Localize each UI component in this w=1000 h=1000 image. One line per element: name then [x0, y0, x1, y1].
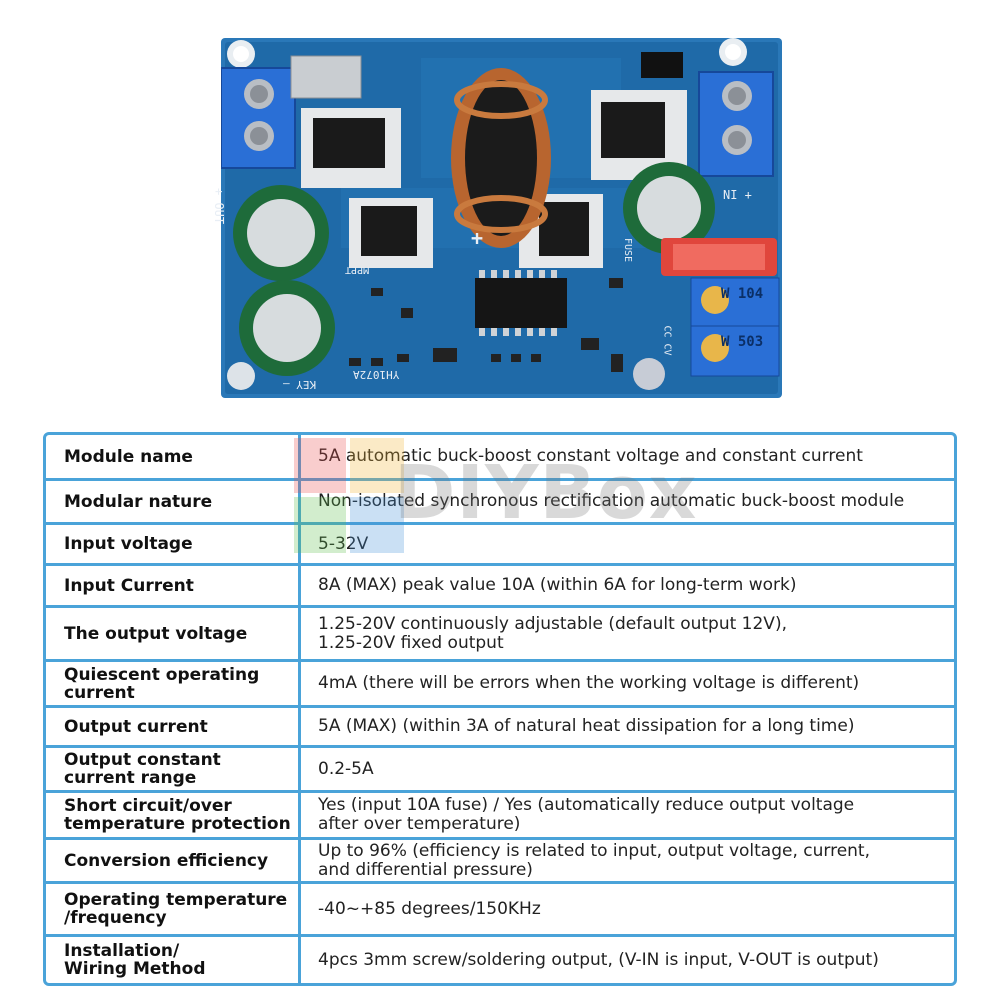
silk-cv: CV [661, 343, 673, 356]
row-label: Output current [64, 716, 208, 737]
row-label: Conversion efficiency [64, 850, 269, 871]
row-label: Output constant current range [64, 750, 221, 788]
row-value: 1.25-20V continuously adjustable (defaul… [318, 613, 787, 653]
row-value: -40~+85 degrees/150KHz [318, 898, 541, 919]
silk-pot-2: W 503 [721, 334, 764, 350]
row-label: Operating temperature /frequency [64, 890, 288, 928]
row-label: Quiescent operating current [64, 664, 260, 703]
table-row: Output current 5A (MAX) (within 3A of na… [46, 708, 954, 745]
row-value: 4pcs 3mm screw/soldering output, (V-IN i… [318, 949, 879, 970]
table-row: Operating temperature /frequency -40~+85… [46, 884, 954, 934]
table-row: Input voltage 5-32V [46, 525, 954, 563]
silk-pot-1: W 104 [721, 286, 764, 302]
silk-out: + OUT [212, 188, 226, 225]
silk-plus: + [471, 226, 484, 250]
silk-model: YH1072A [353, 368, 400, 381]
row-value: Non-isolated synchronous rectification a… [318, 491, 905, 511]
table-row: Installation/ Wiring Method 4pcs 3mm scr… [46, 937, 954, 983]
table-row: Output constant current range 0.2-5A [46, 748, 954, 790]
row-value: 4mA (there will be errors when the worki… [318, 673, 860, 693]
spec-table: Module name 5A automatic buck-boost cons… [43, 432, 957, 986]
table-row: Input Current 8A (MAX) peak value 10A (w… [46, 566, 954, 605]
row-value: Yes (input 10A fuse) / Yes (automaticall… [318, 795, 855, 834]
table-row: Modular nature Non-isolated synchronous … [46, 481, 954, 522]
product-photo: + OUT NI + FUSE MPPT W 104 W 503 CC CV Y… [212, 38, 782, 398]
row-label: Installation/ Wiring Method [64, 941, 206, 979]
pcb-illustration [220, 38, 782, 398]
row-label: Short circuit/over temperature protectio… [64, 796, 291, 834]
silk-cc: CC [661, 325, 673, 338]
row-label: Input Current [64, 575, 194, 596]
row-value: 5-32V [318, 533, 369, 554]
silk-key: KEY – [283, 378, 317, 391]
table-row: The output voltage 1.25-20V continuously… [46, 608, 954, 659]
row-label: Modular nature [64, 491, 213, 512]
silk-fuse: FUSE [622, 238, 633, 263]
row-label: Module name [64, 446, 193, 467]
column-divider [298, 435, 301, 983]
silk-in: NI + [723, 188, 752, 202]
table-row: Quiescent operating current 4mA (there w… [46, 662, 954, 705]
row-label: Input voltage [64, 534, 193, 554]
row-value: 0.2-5A [318, 758, 374, 779]
table-row: Module name 5A automatic buck-boost cons… [46, 435, 954, 478]
row-value: Up to 96% (efficiency is related to inpu… [318, 840, 870, 880]
table-row: Short circuit/over temperature protectio… [46, 793, 954, 837]
row-value: 5A automatic buck-boost constant voltage… [318, 446, 863, 466]
silk-mppt: MPPT [345, 264, 370, 275]
row-value: 5A (MAX) (within 3A of natural heat diss… [318, 716, 855, 736]
row-label: The output voltage [64, 623, 248, 644]
table-row: Conversion efficiency Up to 96% (efficie… [46, 840, 954, 881]
row-value: 8A (MAX) peak value 10A (within 6A for l… [318, 575, 797, 595]
